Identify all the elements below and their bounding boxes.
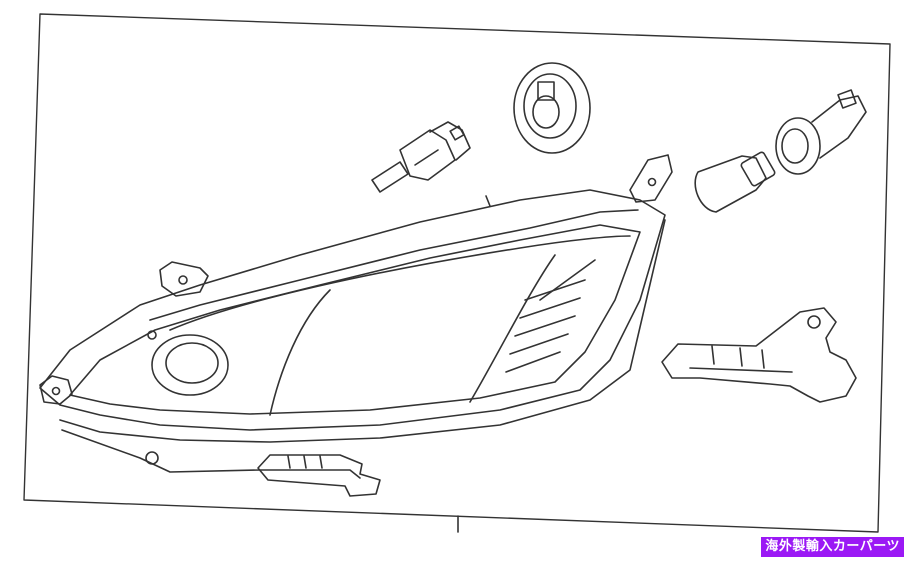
bulb-socket [775,89,867,175]
bulb-socket-cap [513,62,591,154]
watermark-badge: 海外製輸入カーパーツ [761,537,904,557]
bracket-clip [257,454,381,497]
turn-signal-bulb [694,151,776,213]
mounting-tab [661,307,857,403]
headlamp-bulb [371,121,471,193]
diagram-frame [23,13,891,533]
headlamp-assembly [39,154,673,479]
